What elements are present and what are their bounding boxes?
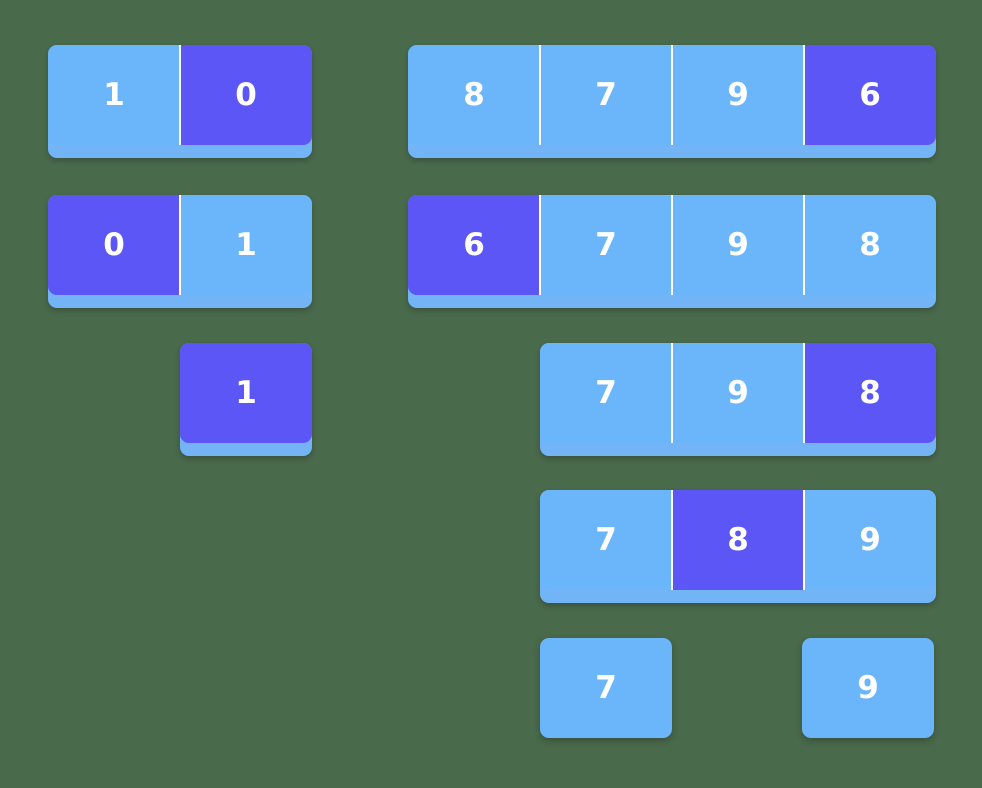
array-cell[interactable]: 7 (540, 490, 672, 590)
array-cell-value: 0 (103, 227, 125, 263)
array-cell-value: 1 (235, 227, 257, 263)
array-row[interactable]: 6 7 9 8 (408, 195, 936, 308)
array-cell-value: 9 (857, 670, 879, 706)
array-cell-value: 1 (103, 77, 125, 113)
array-cell-detached[interactable]: 9 (802, 638, 934, 738)
array-cell[interactable]: 9 (671, 45, 804, 145)
array-cell[interactable]: 6 (803, 45, 936, 145)
array-cell[interactable]: 6 (408, 195, 540, 295)
array-cell[interactable]: 1 (180, 343, 312, 443)
array-cell-value: 6 (859, 77, 881, 113)
array-cell[interactable]: 9 (803, 490, 936, 590)
array-cell[interactable]: 8 (671, 490, 804, 590)
array-row[interactable]: 8 7 9 6 (408, 45, 936, 158)
array-cell[interactable]: 7 (539, 195, 672, 295)
array-cell-detached[interactable]: 7 (540, 638, 672, 738)
array-cell-value: 6 (463, 227, 485, 263)
array-cell-value: 8 (463, 77, 485, 113)
array-cell-value: 1 (235, 375, 257, 411)
array-cell-value: 7 (595, 375, 617, 411)
array-cell-value: 8 (859, 227, 881, 263)
array-cell-value: 9 (727, 77, 749, 113)
array-cell[interactable]: 1 (179, 195, 312, 295)
array-cell-value: 8 (859, 375, 881, 411)
array-cell-value: 9 (727, 227, 749, 263)
array-cell-value: 0 (235, 77, 257, 113)
array-cell[interactable]: 9 (671, 343, 804, 443)
array-cell[interactable]: 9 (671, 195, 804, 295)
array-cell[interactable]: 1 (48, 45, 180, 145)
array-cell[interactable]: 8 (803, 343, 936, 443)
array-row[interactable]: 1 (180, 343, 312, 456)
array-cell-value: 7 (595, 670, 617, 706)
array-cell[interactable]: 0 (48, 195, 180, 295)
array-cell[interactable]: 7 (540, 343, 672, 443)
array-cell-value: 9 (859, 522, 881, 558)
array-cell-value: 7 (595, 77, 617, 113)
array-cell-value: 7 (595, 522, 617, 558)
array-cell[interactable]: 8 (803, 195, 936, 295)
array-row[interactable]: 7 9 8 (540, 343, 936, 456)
array-cell-value: 9 (727, 375, 749, 411)
array-cell[interactable]: 8 (408, 45, 540, 145)
array-cell-value: 8 (727, 522, 749, 558)
array-cell[interactable]: 7 (539, 45, 672, 145)
array-row[interactable]: 7 8 9 (540, 490, 936, 603)
array-cell[interactable]: 0 (179, 45, 312, 145)
array-cell-value: 7 (595, 227, 617, 263)
